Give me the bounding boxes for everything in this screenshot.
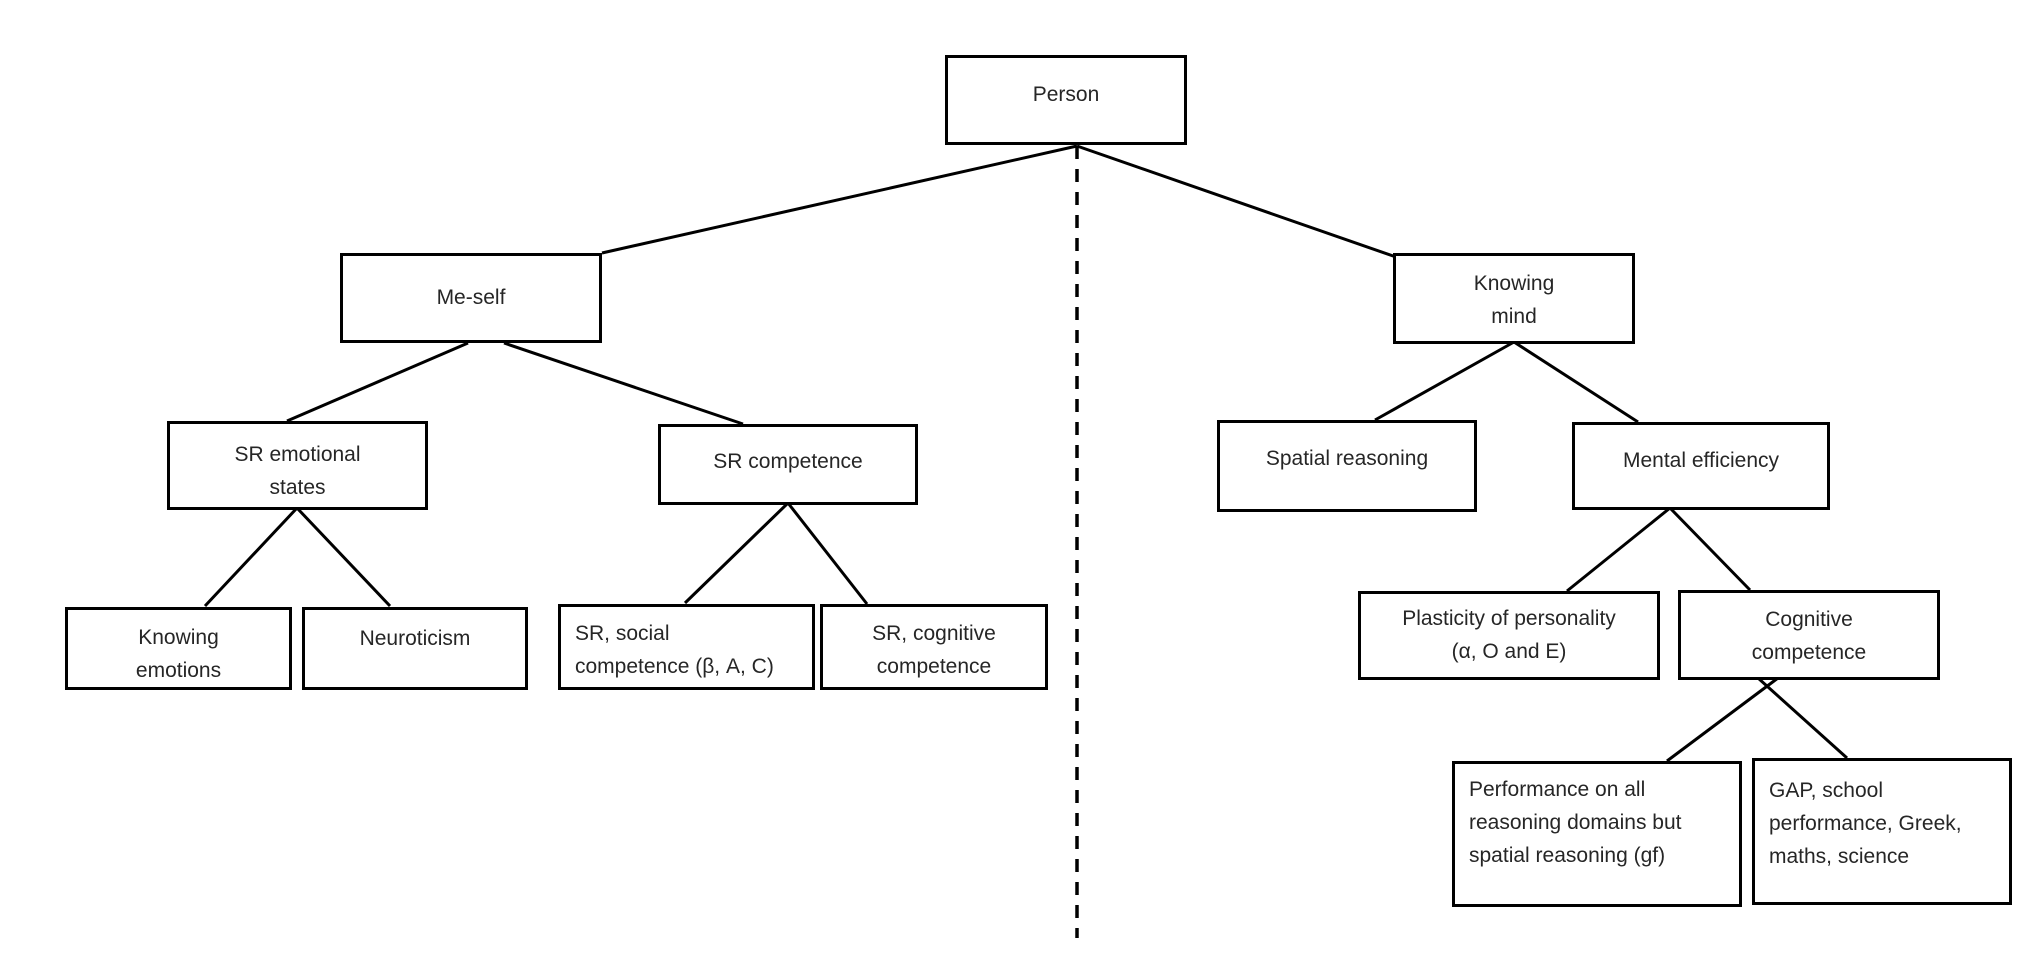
edge-person-me-self [601, 144, 1078, 255]
node-neuroticism: Neuroticism [302, 607, 528, 690]
edge-sr-competence-sr-cognitive [786, 502, 869, 605]
node-mental-efficiency: Mental efficiency [1572, 422, 1830, 510]
edge-sr-emotional-neuroticism [295, 506, 392, 608]
edge-sr-emotional-knowing-emotions [203, 506, 299, 608]
node-gap-school-performance: GAP, school performance, Greek, maths, s… [1752, 758, 2012, 905]
node-knowing-mind: Knowing mind [1393, 253, 1635, 344]
edge-cognitive-comp-gap [1756, 676, 1849, 760]
edge-mental-efficiency-cognitive-comp [1668, 506, 1752, 592]
node-plasticity-of-personality: Plasticity of personality (α, O and E) [1358, 591, 1660, 680]
node-performance-reasoning-domains: Performance on all reasoning domains but… [1452, 761, 1742, 907]
node-sr-emotional-states: SR emotional states [167, 421, 428, 510]
node-spatial-reasoning: Spatial reasoning [1217, 420, 1477, 512]
node-me-self: Me-self [340, 253, 602, 343]
node-sr-cognitive-competence: SR, cognitive competence [820, 604, 1048, 690]
node-sr-competence: SR competence [658, 424, 918, 505]
node-person: Person [945, 55, 1187, 145]
node-sr-social-competence: SR, social competence (β, A, C) [558, 604, 815, 690]
edge-knowing-mind-mental-efficiency [1513, 340, 1639, 424]
edge-knowing-mind-spatial-reasoning [1374, 340, 1515, 422]
edge-me-self-sr-competence [503, 341, 744, 426]
node-knowing-emotions: Knowing emotions [65, 607, 292, 690]
edge-person-knowing-mind [1076, 144, 1397, 259]
edge-cognitive-comp-performance [1666, 676, 1779, 763]
node-cognitive-competence: Cognitive competence [1678, 590, 1940, 680]
edge-mental-efficiency-plasticity [1566, 506, 1671, 593]
edge-me-self-sr-emotional [286, 341, 469, 423]
edge-sr-competence-sr-social [683, 501, 790, 605]
